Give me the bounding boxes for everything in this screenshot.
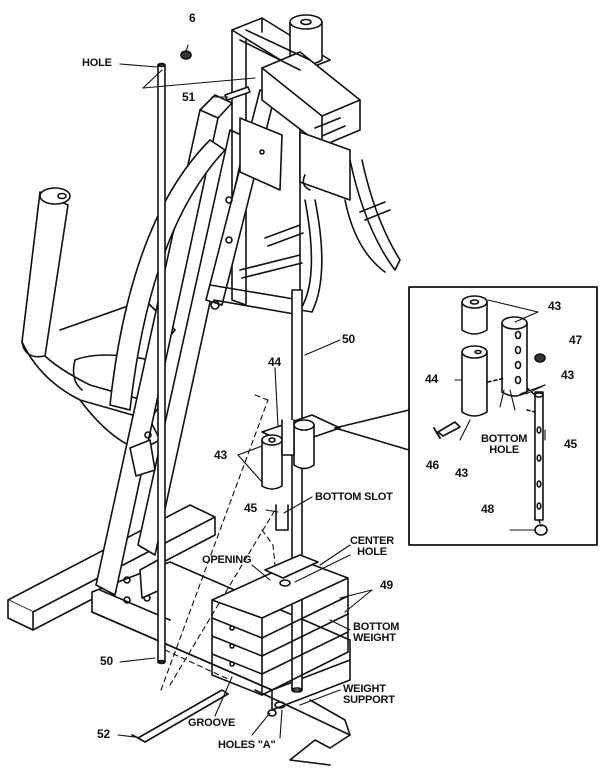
label-groove: GROOVE <box>188 717 236 729</box>
label-part-45-main: 45 <box>244 501 257 515</box>
label-bottom-weight: BOTTOM WEIGHT <box>353 621 400 644</box>
leader-lines <box>117 44 546 739</box>
label-part-52: 52 <box>97 727 110 741</box>
label-hole: HOLE <box>82 57 112 69</box>
label-part-50-upper: 50 <box>342 332 355 346</box>
inset-label-48: 48 <box>481 502 494 516</box>
label-part-43-main: 43 <box>214 448 227 462</box>
label-opening: OPENING <box>202 554 252 566</box>
label-part-51: 51 <box>182 90 195 104</box>
label-center-hole: CENTER HOLE <box>350 535 395 558</box>
label-part-49: 49 <box>380 578 393 592</box>
label-part-6: 6 <box>189 11 196 25</box>
label-bottom-slot: BOTTOM SLOT <box>315 491 393 503</box>
inset-label-bottom-hole: BOTTOM HOLE <box>481 433 528 456</box>
label-part-50-lower: 50 <box>100 654 113 668</box>
selector-tube-center <box>291 289 303 693</box>
inset-label-47: 47 <box>569 333 582 347</box>
inset-label-46: 46 <box>426 458 439 472</box>
inset-label-44: 44 <box>425 372 438 386</box>
upper-arm-assembly <box>180 14 401 313</box>
weight-stack <box>131 554 349 743</box>
label-part-44-main: 44 <box>268 355 281 369</box>
pulley-bracket <box>261 414 341 531</box>
inset-label-43-bottom: 43 <box>455 466 468 480</box>
inset-label-43-right: 43 <box>561 368 574 382</box>
weight-rod-left <box>157 62 166 665</box>
label-weight-support: WEIGHT SUPPORT <box>343 683 395 706</box>
inset-label-43-top: 43 <box>548 299 561 313</box>
label-holes-a: HOLES "A" <box>218 739 276 751</box>
inset-label-45: 45 <box>564 437 577 451</box>
inset-detail-box <box>334 286 598 546</box>
